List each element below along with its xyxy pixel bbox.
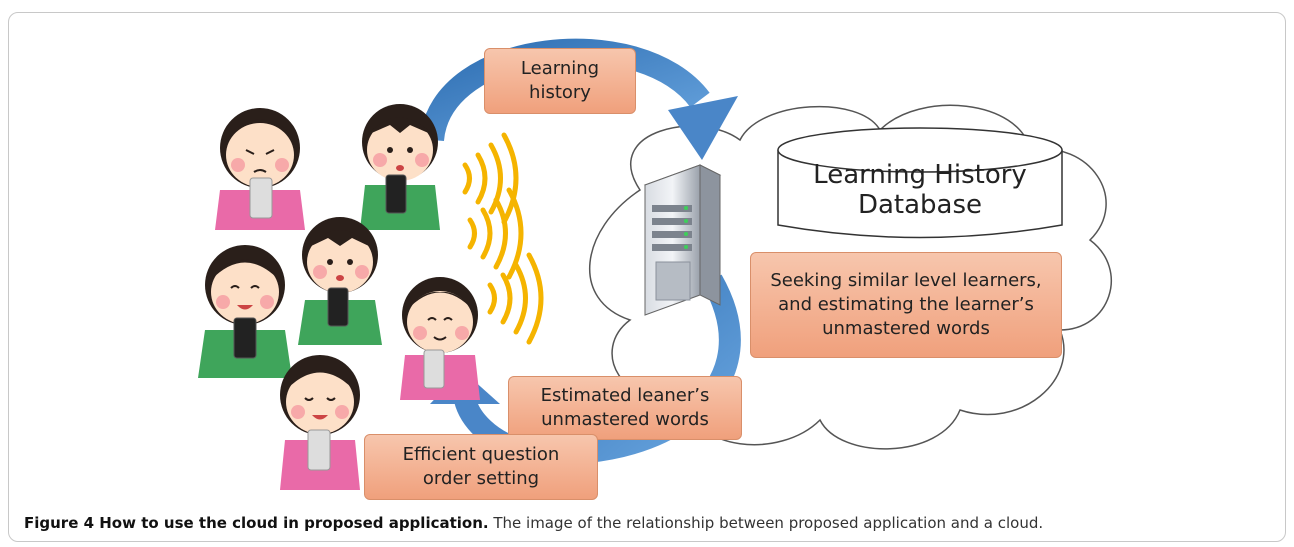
learner-icon <box>280 355 360 490</box>
database-icon <box>777 127 1063 239</box>
wireless-signal-icon <box>467 187 524 280</box>
smartphone-icon <box>327 287 349 327</box>
learner-icon <box>298 217 382 345</box>
smartphone-icon <box>423 349 445 389</box>
wireless-signal-icon <box>462 132 519 225</box>
smartphone-icon <box>385 174 407 214</box>
learning-history-box: Learning history <box>484 48 636 114</box>
caption-text: The image of the relationship between pr… <box>488 514 1044 532</box>
server-icon <box>643 164 722 316</box>
learner-icon <box>198 245 292 378</box>
learner-icon <box>215 108 305 230</box>
smartphone-icon <box>249 177 273 219</box>
learner-icon <box>360 104 440 230</box>
database-label: Learning History Database <box>813 160 1027 220</box>
smartphone-icon <box>307 429 331 471</box>
estimated-words-box: Estimated leaner’s unmastered words <box>508 376 742 440</box>
efficient-order-box: Efficient question order setting <box>364 434 598 500</box>
learner-icon <box>400 277 480 400</box>
figure-frame <box>8 12 1286 542</box>
figure-caption: Figure 4 How to use the cloud in propose… <box>24 514 1043 532</box>
smartphone-icon <box>233 317 257 359</box>
seeking-learners-box: Seeking similar level learners, and esti… <box>750 252 1062 358</box>
caption-title: Figure 4 How to use the cloud in propose… <box>24 514 489 532</box>
wireless-signal-icon <box>487 252 544 345</box>
